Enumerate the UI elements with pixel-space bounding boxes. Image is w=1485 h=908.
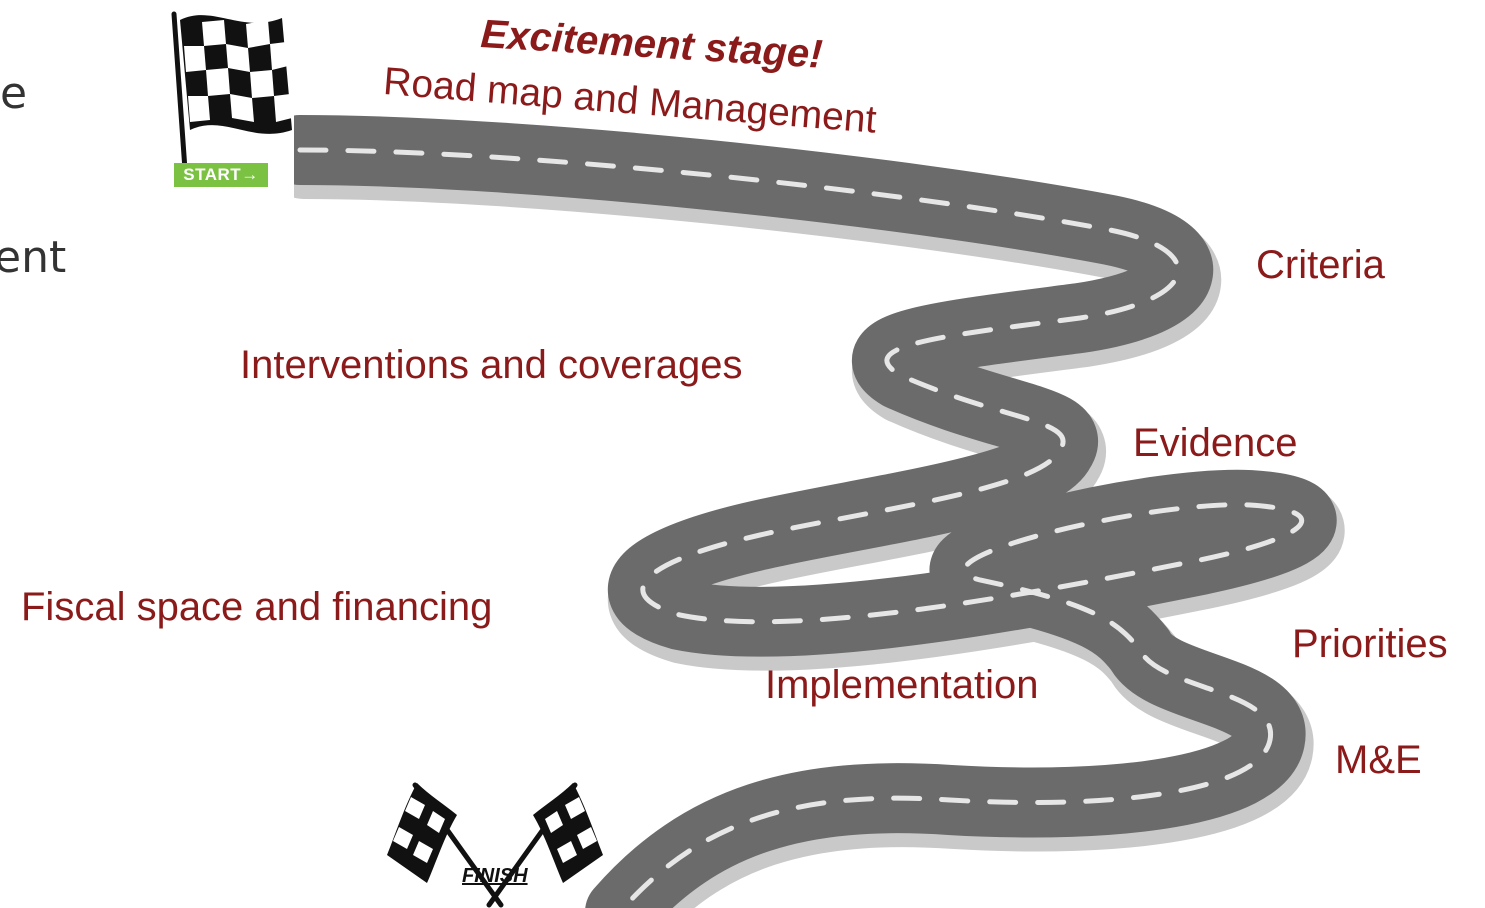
crossed-checkered-flags-icon — [387, 782, 603, 908]
step-m-and-e: M&E — [1335, 738, 1422, 782]
step-criteria: Criteria — [1256, 243, 1385, 287]
start-badge: START→ — [174, 163, 268, 187]
road-center-dashes — [297, 147, 1305, 908]
step-priorities: Priorities — [1292, 622, 1448, 666]
step-evidence: Evidence — [1133, 421, 1298, 465]
step-implementation: Implementation — [765, 663, 1039, 707]
checkered-flag-icon — [171, 11, 292, 187]
step-interventions: Interventions and coverages — [240, 343, 743, 387]
finish-label: FINISH — [462, 865, 528, 887]
step-fiscal-space: Fiscal space and financing — [21, 585, 493, 629]
cut-off-text-top: e — [0, 68, 28, 119]
cut-off-text: ent — [0, 232, 67, 283]
